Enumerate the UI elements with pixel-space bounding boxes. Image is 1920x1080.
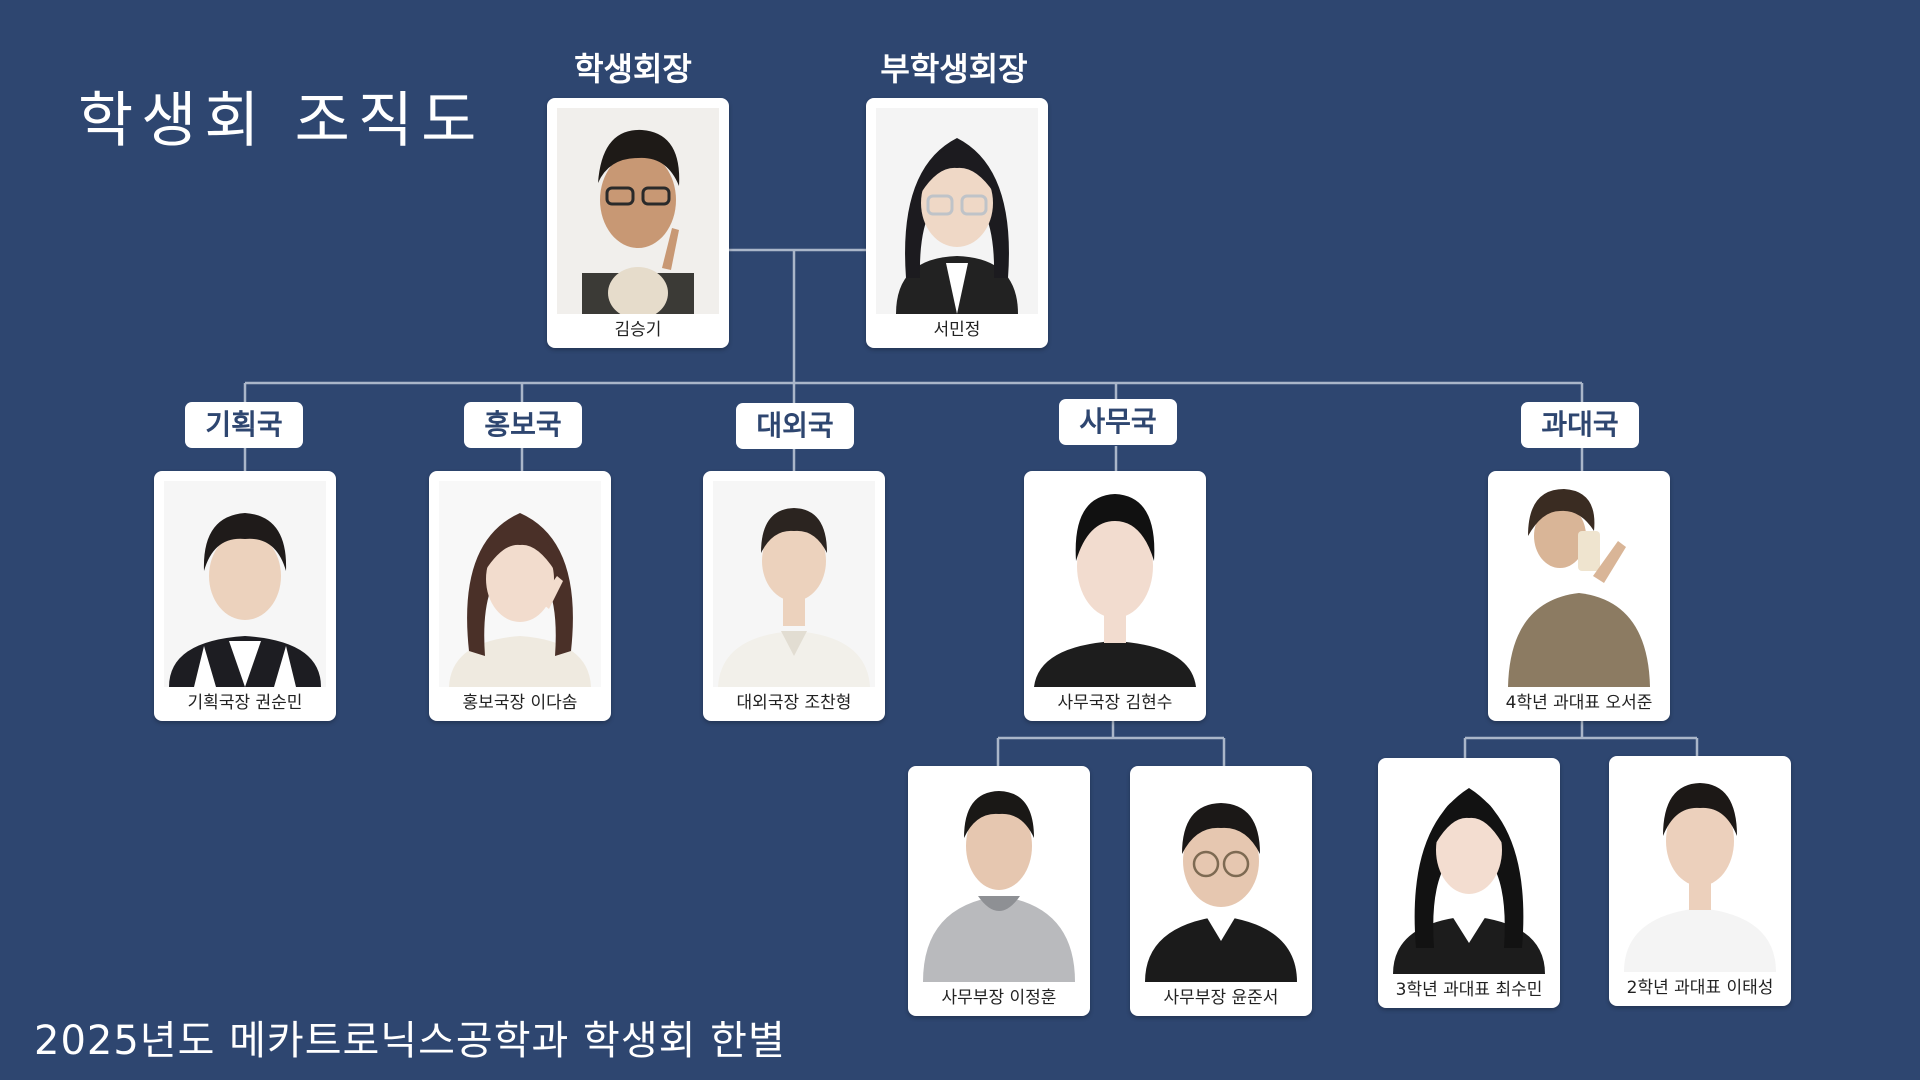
dept-badge-planning: 기획국	[185, 402, 303, 448]
class-rep-4-card: 4학년 과대표 오서준	[1488, 471, 1670, 721]
admin-head-card: 사무국장 김현수	[1024, 471, 1206, 721]
planning-head-photo	[164, 481, 326, 687]
vice-president-role-label: 부학생회장	[880, 50, 1028, 88]
class-rep-3-photo	[1388, 768, 1550, 974]
vice-president-photo	[876, 108, 1038, 314]
president-photo	[557, 108, 719, 314]
class-rep-2-name: 2학년 과대표 이태성	[1626, 978, 1774, 998]
admin-head-name: 사무국장 김현수	[1057, 693, 1173, 713]
external-head-name: 대외국장 조찬형	[736, 693, 852, 713]
planning-head-name: 기획국장 권순민	[187, 693, 303, 713]
president-card: 김승기	[547, 98, 729, 348]
page-title: 학생회 조직도	[78, 86, 485, 156]
dept-badge-external: 대외국	[736, 403, 854, 449]
admin-head-photo	[1034, 481, 1196, 687]
vice-president-card: 서민정	[866, 98, 1048, 348]
admin-deputy-2-name: 사무부장 윤준서	[1163, 988, 1279, 1008]
admin-deputy-2-photo	[1140, 776, 1302, 982]
planning-head-card: 기획국장 권순민	[154, 471, 336, 721]
dept-badge-administration: 사무국	[1059, 399, 1177, 445]
dept-badge-class-reps: 과대국	[1521, 402, 1639, 448]
vice-president-name: 서민정	[933, 320, 981, 340]
publicity-head-photo	[439, 481, 601, 687]
external-head-photo	[713, 481, 875, 687]
admin-deputy-1-card: 사무부장 이정훈	[908, 766, 1090, 1016]
class-rep-2-photo	[1619, 766, 1781, 972]
president-name: 김승기	[614, 320, 662, 340]
class-rep-4-photo	[1498, 481, 1660, 687]
class-rep-4-name: 4학년 과대표 오서준	[1505, 693, 1653, 713]
footer-caption: 2025년도 메카트로닉스공학과 학생회 한별	[34, 1018, 786, 1064]
class-rep-3-name: 3학년 과대표 최수민	[1395, 980, 1543, 1000]
admin-deputy-1-photo	[918, 776, 1080, 982]
publicity-head-card: 홍보국장 이다솜	[429, 471, 611, 721]
admin-deputy-1-name: 사무부장 이정훈	[941, 988, 1057, 1008]
president-role-label: 학생회장	[574, 50, 692, 88]
class-rep-2-card: 2학년 과대표 이태성	[1609, 756, 1791, 1006]
class-rep-3-card: 3학년 과대표 최수민	[1378, 758, 1560, 1008]
dept-badge-publicity: 홍보국	[464, 402, 582, 448]
admin-deputy-2-card: 사무부장 윤준서	[1130, 766, 1312, 1016]
external-head-card: 대외국장 조찬형	[703, 471, 885, 721]
publicity-head-name: 홍보국장 이다솜	[462, 693, 578, 713]
